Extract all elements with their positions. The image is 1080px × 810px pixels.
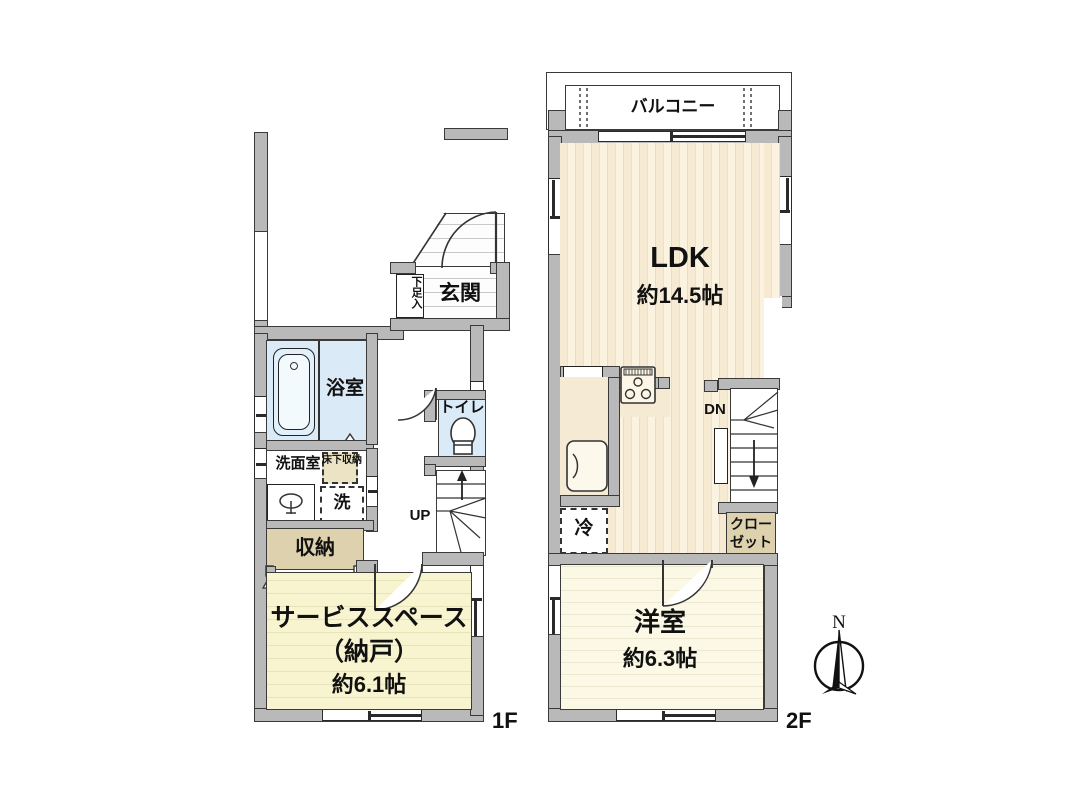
wall-kitchen-bottom [560,495,620,507]
storage-floor [266,528,364,570]
window-mullion-2f-left [550,216,560,219]
window-mullion-right-1f [472,598,482,601]
wall-kitchen-counter-vertical [658,377,670,389]
balcony-door-sash [672,135,746,138]
storage-outline [266,528,364,570]
floor-label-2f: 2F [786,708,812,733]
window-sash-right-1f [474,600,477,640]
basin-icon [279,493,303,514]
ldk-floor-right-upper [764,143,780,298]
wall-exterior-left-fin-upper [254,132,268,232]
balcony-drain-left-icon [579,88,588,128]
window-sash-2f-bottom [664,714,716,717]
closet-2f-floor [726,512,776,558]
window-mullion-2f-right [780,210,790,213]
wall-stairs-2f-left [704,380,718,392]
wall-genkan-top-left [390,262,416,274]
porch-diagonal [407,212,447,272]
wall-2f-exterior-right-mid [778,244,792,304]
washer-slot-box [320,486,364,524]
entrance-canopy [444,128,508,140]
window-mullion-bath [256,414,266,417]
entrance-door-swing-icon [441,211,498,269]
door-washroom-slider-mullion [368,490,377,493]
closet-2f-outline [726,512,776,558]
kitchen-sink-icon [566,440,608,492]
balcony-drain-right-icon [743,88,752,128]
floor-label-1f: 1F [492,708,518,733]
refrigerator-box [560,508,608,554]
window-sash-2f-left [552,180,555,218]
stairs-1f-treads-icon [436,470,487,557]
window-sash-2f-right [786,178,789,212]
service-door-swing-icon [374,563,423,611]
window-mullion-washroom [256,463,266,466]
wall-service-top-2 [422,552,484,566]
wall-bath-right [366,333,378,445]
service-space-outline [266,572,472,710]
balcony-door-mullion [670,132,673,141]
underfloor-storage-box [322,452,358,484]
toilet-door-swing-icon [397,387,437,421]
stairs-2f-treads-icon [730,391,779,491]
window-sash-2f-left-bed [552,600,555,638]
bathtub-drain-icon [290,362,298,370]
window-mullion-2f-left-bed [550,597,560,600]
wall-stairs-left [424,464,436,476]
stove-icon [620,366,656,404]
window-mullion-2f-bottom [662,711,665,720]
toilet-fixture-icon [450,417,476,455]
service-space-floor [266,572,472,710]
wall-toilet-bottom [424,456,486,467]
window-left-fin [254,232,268,320]
getabako-box [396,274,424,318]
window-sash-bottom-1f [370,714,422,717]
wall-kitchen-counter-l [608,377,620,505]
bedroom-door-swing-icon [662,559,713,607]
window-mullion-bottom-1f [368,711,371,720]
compass-needle-icon [813,629,865,695]
wall-2f-exterior-right-upper [778,136,792,178]
bathroom-divider [318,341,320,443]
stair-handrail-2f [714,428,728,484]
compass-rose: N [808,612,872,698]
